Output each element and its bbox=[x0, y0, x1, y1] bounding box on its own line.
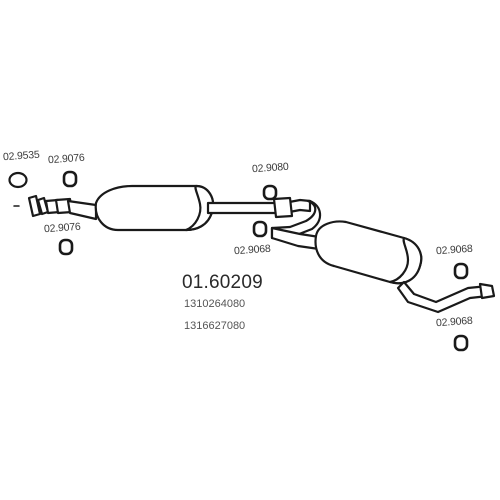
gasket-front-top bbox=[62, 170, 78, 188]
middle-pipe bbox=[206, 198, 312, 215]
clamp-mid-top bbox=[262, 184, 278, 201]
tail-pipe-end bbox=[478, 282, 496, 300]
rear-silencer-end bbox=[388, 236, 423, 285]
oe-number-2: 1316627080 bbox=[184, 320, 246, 332]
ring-gasket-02-9535 bbox=[8, 171, 28, 189]
oe-number-1: 1310264080 bbox=[184, 298, 246, 310]
front-silencer-end bbox=[184, 184, 215, 232]
hanger-rear-bottom bbox=[453, 334, 469, 352]
middle-pipe-joint bbox=[272, 196, 294, 219]
tail-pipe bbox=[396, 280, 490, 314]
clamp-mid-bottom bbox=[252, 220, 268, 238]
label-ring-far-left: 02.9535 bbox=[2, 148, 40, 164]
front-pipe bbox=[66, 199, 98, 221]
hanger-rear-top bbox=[453, 262, 469, 280]
part-number: 01.60209 bbox=[182, 272, 263, 293]
label-gasket-front-bottom: 02.9076 bbox=[43, 220, 81, 236]
gasket-front-bottom bbox=[58, 238, 74, 256]
label-gasket-front-top: 02.9076 bbox=[47, 151, 85, 167]
label-hanger-rear-top: 02.9068 bbox=[435, 242, 473, 258]
label-clamp-mid-bottom: 02.9068 bbox=[233, 242, 271, 258]
label-clamp-mid-top: 02.9080 bbox=[251, 160, 289, 176]
front-pipe-flange bbox=[27, 194, 74, 218]
label-hanger-rear-bottom: 02.9068 bbox=[435, 314, 473, 330]
